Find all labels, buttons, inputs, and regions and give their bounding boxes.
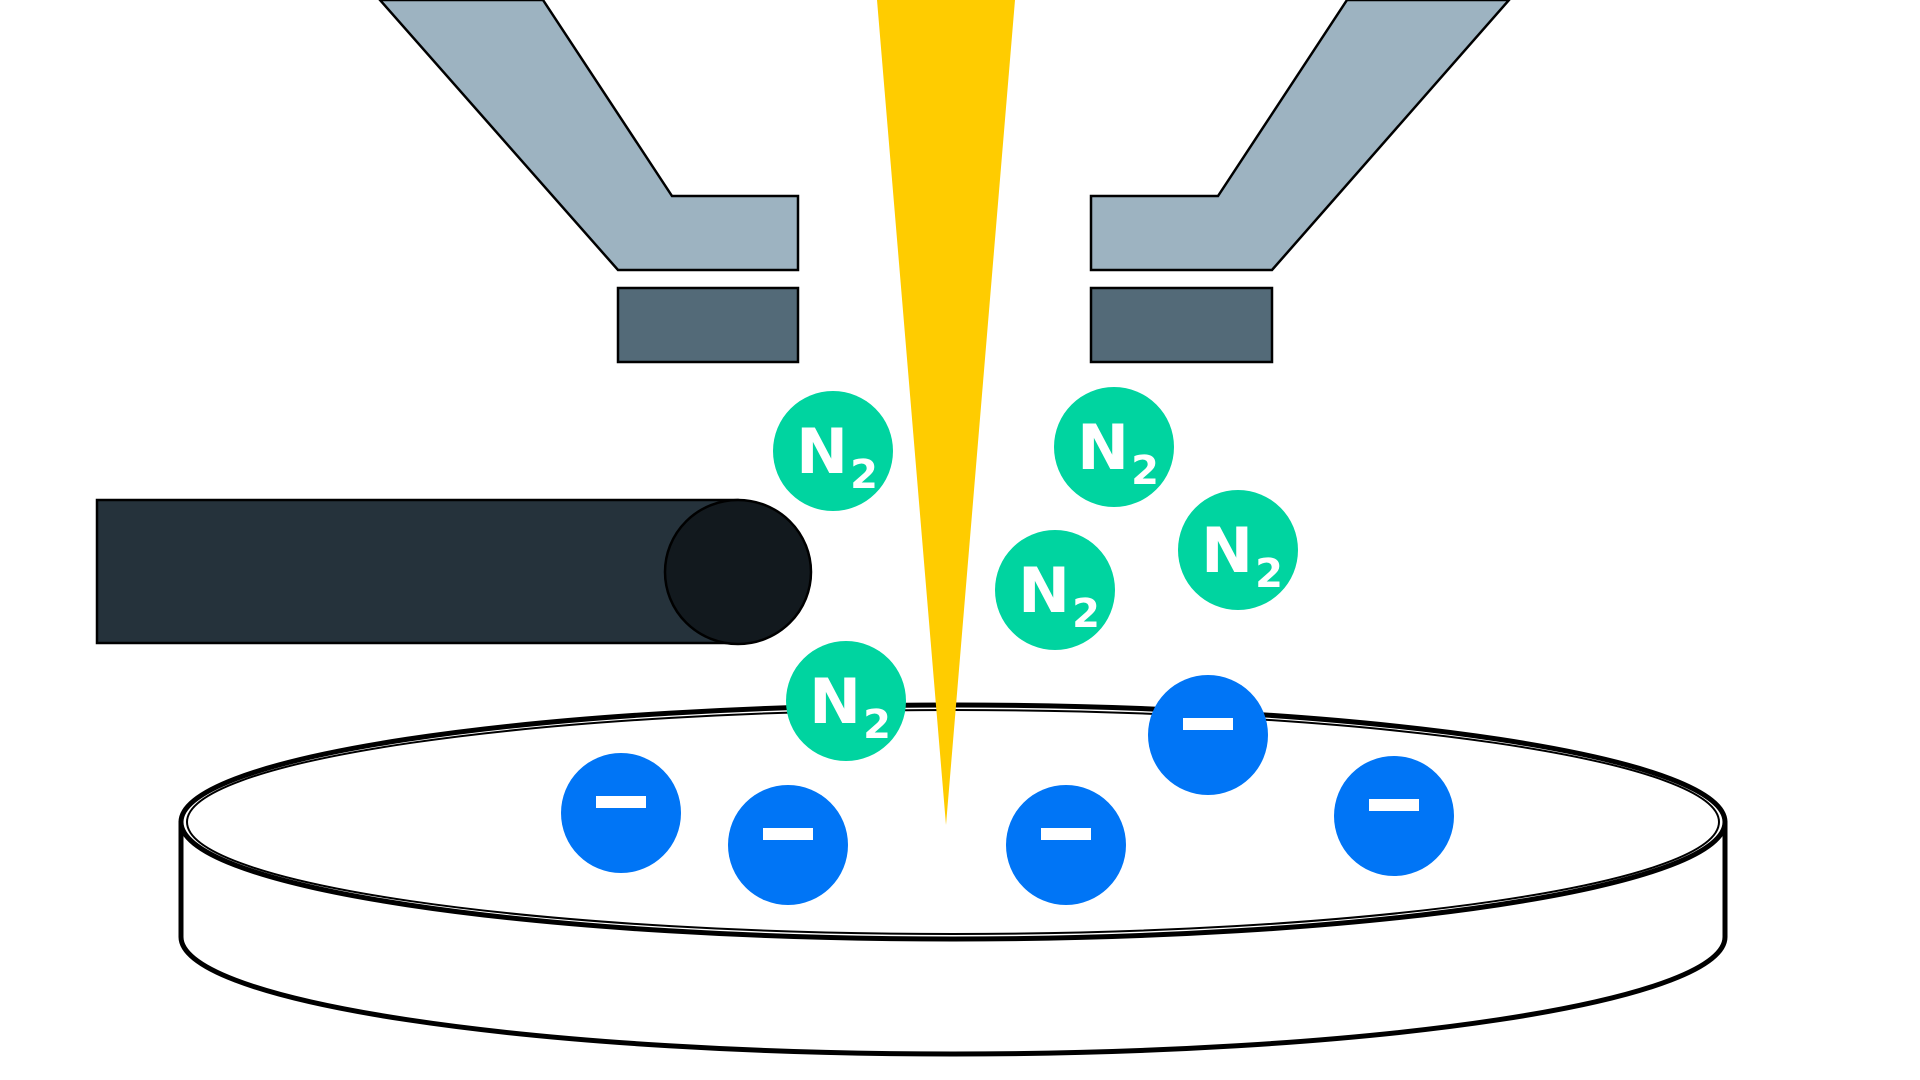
- n2-molecule-circle: [773, 391, 893, 511]
- negative-charge-circle: [1006, 785, 1126, 905]
- n2-molecule: N 2: [773, 391, 893, 511]
- negative-charge: −: [1334, 756, 1454, 876]
- negative-charge: −: [1148, 675, 1268, 795]
- beam: [877, 0, 1015, 825]
- negative-charge: −: [728, 785, 848, 905]
- n2-molecule-circle: [1178, 490, 1298, 610]
- n2-molecule-symbol: N: [1077, 411, 1129, 484]
- n2-molecule-subscript: 2: [1255, 551, 1283, 597]
- n2-molecule-subscript: 2: [1072, 591, 1100, 637]
- molecule-layer: N 2 N 2 N 2 N 2 N 2: [773, 387, 1298, 761]
- negative-charge-circle: [1148, 675, 1268, 795]
- emitter-tip: [663, 498, 813, 646]
- right-electrode: [1089, 286, 1274, 364]
- negative-charge: −: [1006, 785, 1126, 905]
- emitter: [95, 498, 813, 646]
- minus-icon: [1183, 718, 1233, 730]
- n2-molecule-subscript: 2: [1131, 448, 1159, 494]
- n2-molecule: N 2: [995, 530, 1115, 650]
- n2-molecule-symbol: N: [796, 415, 848, 488]
- left-electrode: [616, 286, 800, 364]
- charge-layer: − − − − −: [561, 675, 1454, 905]
- left-arm: [378, 0, 800, 272]
- n2-molecule-symbol: N: [1018, 554, 1070, 627]
- minus-icon: [1369, 799, 1419, 811]
- n2-molecule: N 2: [786, 641, 906, 761]
- n2-molecule: N 2: [1054, 387, 1174, 507]
- minus-icon: [596, 796, 646, 808]
- n2-molecule: N 2: [1178, 490, 1298, 610]
- right-arm: [1089, 0, 1511, 272]
- n2-molecule-symbol: N: [1201, 514, 1253, 587]
- negative-charge-circle: [728, 785, 848, 905]
- n2-molecule-circle: [995, 530, 1115, 650]
- negative-charge-circle: [561, 753, 681, 873]
- negative-charge: −: [561, 753, 681, 873]
- sample-dish: [178, 702, 1728, 1057]
- negative-charge-circle: [1334, 756, 1454, 876]
- minus-icon: [1041, 828, 1091, 840]
- n2-molecule-subscript: 2: [863, 702, 891, 748]
- n2-molecule-circle: [786, 641, 906, 761]
- n2-molecule-subscript: 2: [850, 452, 878, 498]
- n2-molecule-symbol: N: [809, 665, 861, 738]
- n2-molecule-circle: [1054, 387, 1174, 507]
- minus-icon: [763, 828, 813, 840]
